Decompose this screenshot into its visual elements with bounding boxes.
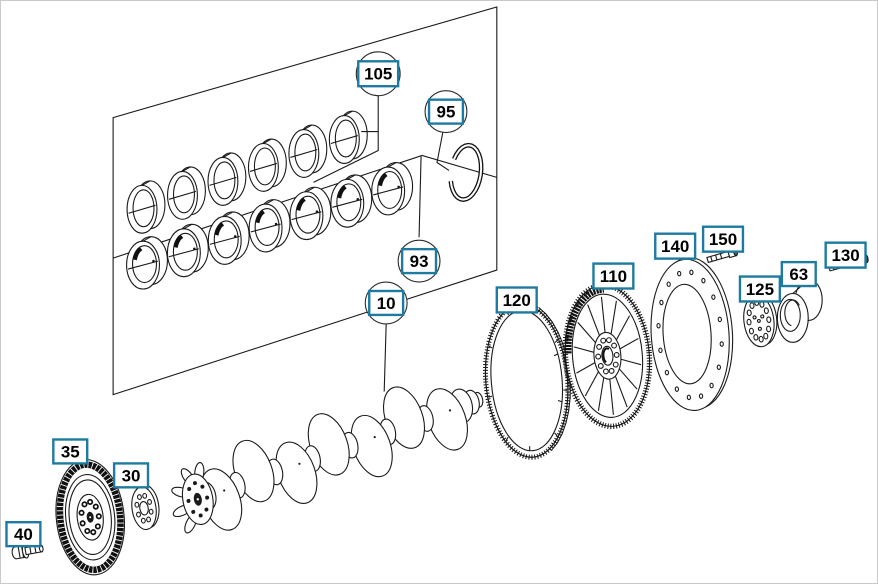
callout-120[interactable]: 120 xyxy=(495,286,538,314)
damper-bolt-drawing xyxy=(11,543,44,560)
callout-93[interactable]: 93 xyxy=(397,239,441,283)
retaining-ring-drawing xyxy=(448,142,484,202)
pilot-bushing-drawing xyxy=(776,278,823,343)
callout-95[interactable]: 95 xyxy=(424,90,468,134)
callout-35[interactable]: 35 xyxy=(52,438,89,465)
callout-number: 110 xyxy=(600,267,627,286)
ring-gear-drawing xyxy=(482,301,571,460)
callout-number: 10 xyxy=(377,294,396,313)
callout-number: 30 xyxy=(122,466,141,485)
callout-number: 125 xyxy=(746,280,774,299)
callout-40[interactable]: 40 xyxy=(5,521,42,548)
crankshaft-drawing xyxy=(171,386,484,534)
callout-number: 105 xyxy=(364,65,392,84)
callout-110[interactable]: 110 xyxy=(592,262,635,290)
callout-105[interactable]: 105 xyxy=(355,51,401,97)
callout-63[interactable]: 63 xyxy=(780,260,817,288)
spacer-disc-drawing xyxy=(131,484,160,531)
callout-number: 95 xyxy=(437,103,456,122)
callout-10[interactable]: 10 xyxy=(364,281,408,325)
callout-30[interactable]: 30 xyxy=(112,462,150,489)
vibration-damper-drawing xyxy=(55,459,125,576)
main-bearing-lower-shells xyxy=(126,161,414,290)
callout-number: 130 xyxy=(831,246,859,265)
callout-140[interactable]: 140 xyxy=(654,232,697,260)
drive-plate-drawing xyxy=(650,256,734,412)
callout-150[interactable]: 150 xyxy=(701,225,745,253)
flywheel-drawing xyxy=(562,282,653,430)
callout-number: 40 xyxy=(14,525,33,544)
callout-labels: 105 95 93 10 120 110 140 150 130 63 125 35 30 40 xyxy=(5,51,867,548)
callout-125[interactable]: 125 xyxy=(738,275,782,303)
callout-number: 93 xyxy=(410,252,429,271)
callout-leader-lines xyxy=(313,95,450,392)
callout-number: 120 xyxy=(503,291,531,310)
main-bearing-upper-shells xyxy=(126,110,368,234)
callout-number: 35 xyxy=(61,442,80,461)
callout-number: 140 xyxy=(661,237,689,256)
callout-number: 63 xyxy=(789,265,808,284)
callout-130[interactable]: 130 xyxy=(824,241,867,269)
callout-number: 150 xyxy=(709,230,737,249)
